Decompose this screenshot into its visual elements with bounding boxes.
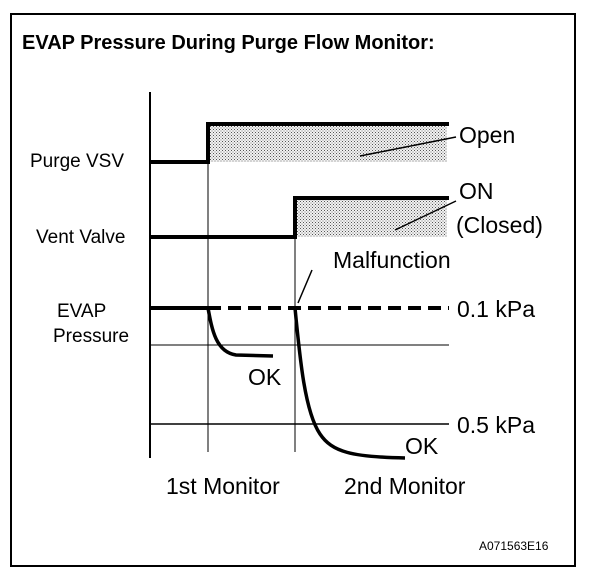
first-monitor-label: 1st Monitor: [166, 473, 280, 499]
evap-pressure-second-drop: [293, 307, 406, 460]
malfunction-leader: [297, 269, 313, 304]
pressure-label: Pressure: [53, 326, 129, 347]
open-leader: [359, 136, 457, 157]
purge-vsv-label: Purge VSV: [30, 151, 124, 172]
pressure-lower-label: 0.5 kPa: [457, 412, 535, 438]
on-label: ON: [459, 178, 494, 204]
evap-label: EVAP: [57, 301, 106, 322]
closed-label: (Closed): [456, 212, 543, 238]
evap-pressure-first-drop: [206, 307, 274, 358]
on-leader: [394, 200, 457, 231]
purge-vsv-trace: [150, 122, 449, 164]
diagram-title: EVAP Pressure During Purge Flow Monitor:: [22, 32, 435, 54]
ok-second-label: OK: [405, 433, 439, 459]
second-monitor-label: 2nd Monitor: [344, 473, 466, 499]
figure-code: A071563E16: [479, 539, 549, 553]
vent-valve-label: Vent Valve: [36, 227, 125, 248]
purge-vsv-open-area: [209, 125, 447, 162]
pressure-upper-label: 0.1 kPa: [457, 296, 535, 322]
ok-first-label: OK: [248, 364, 282, 390]
malfunction-label: Malfunction: [333, 247, 451, 273]
vent-valve-on-area: [296, 199, 447, 237]
open-label: Open: [459, 122, 515, 148]
diagram-frame: [10, 13, 576, 567]
vent-valve-trace: [150, 196, 449, 239]
